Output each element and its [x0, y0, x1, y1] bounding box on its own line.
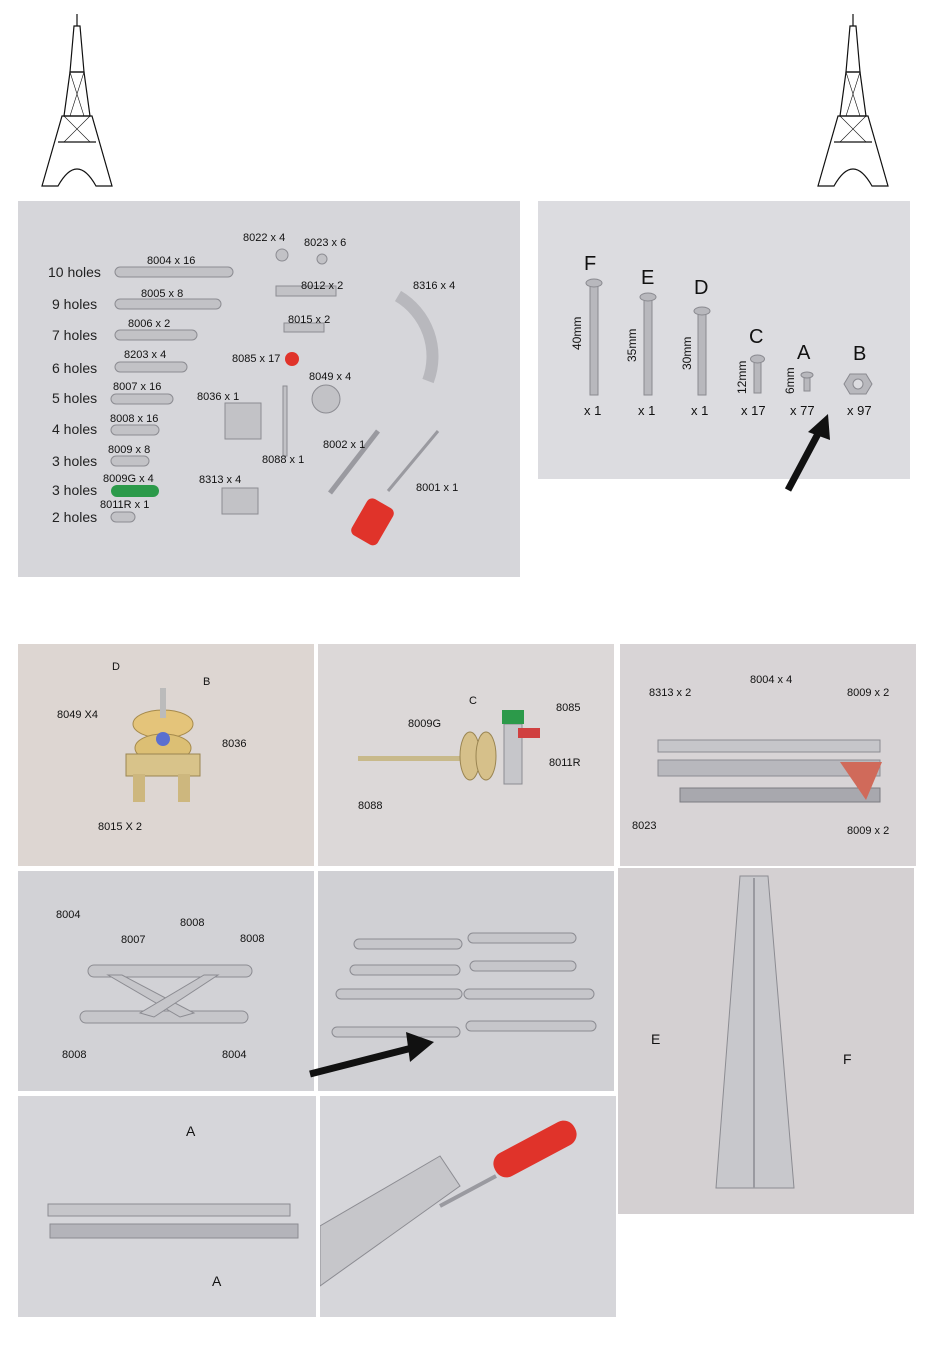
part-code-label: 8009 x 8: [108, 444, 151, 456]
row-holes-label: 3 holes: [52, 482, 98, 498]
part-code-label: 8004 x 16: [147, 255, 196, 267]
step-label: 8004: [56, 909, 81, 921]
assembly-illustration: [125, 688, 201, 802]
screw-qty: x 1: [691, 403, 709, 418]
step-photo-7: [18, 1096, 316, 1317]
step-label: D: [112, 661, 120, 673]
step-label: 8049 X4: [57, 709, 98, 721]
assembly-illustration: [79, 964, 253, 1024]
screw-size: 40mm: [570, 316, 584, 350]
step-label: 8088: [358, 800, 383, 812]
screw-letter: D: [694, 277, 709, 299]
part-code-label: 8313 x 4: [199, 474, 242, 486]
row-holes-label: 10 holes: [48, 264, 101, 280]
row-holes-label: 6 holes: [52, 360, 98, 376]
step-label: 8036: [222, 738, 247, 750]
screws-photo: [538, 201, 910, 479]
part-code-label: 8316 x 4: [413, 280, 456, 292]
assembly-illustration: [657, 739, 882, 803]
step-label: 8008: [180, 917, 205, 929]
part-code-label: 8088 x 1: [262, 454, 305, 466]
row-holes-label: 9 holes: [52, 296, 98, 312]
part-code-label: 8022 x 4: [243, 232, 286, 244]
screw-letter: A: [797, 342, 811, 364]
step-label: 8023: [632, 820, 657, 832]
screw-qty: x 17: [741, 403, 766, 418]
step-photo-8: [320, 1096, 616, 1317]
assembly-illustration: [320, 1120, 577, 1287]
step-label: 8015 X 2: [98, 821, 143, 833]
part-code-label: 8006 x 2: [128, 318, 171, 330]
step-label: 8004 x 4: [750, 674, 793, 686]
part-code-label: 8015 x 2: [288, 314, 331, 326]
step-photo-6: [618, 868, 914, 1214]
part-code-label: 8085 x 17: [232, 353, 281, 365]
screw-letter: E: [641, 267, 655, 289]
arrow-icon: [784, 414, 830, 492]
step-label: B: [203, 676, 211, 688]
screw-size: 30mm: [680, 336, 694, 370]
part-code-label: 8012 x 2: [301, 280, 344, 292]
step-photo-5: [318, 871, 614, 1091]
row-holes-label: 2 holes: [52, 509, 98, 525]
screw-qty: x 1: [638, 403, 656, 418]
part-code-label: 8005 x 8: [141, 288, 184, 300]
step-label: A: [186, 1123, 196, 1139]
part-code-label: 8007 x 16: [113, 381, 162, 393]
part-code-label: 8009G x 4: [103, 473, 154, 485]
screw-letter: B: [853, 343, 867, 365]
step-label: 8004: [222, 1049, 247, 1061]
assembly-illustration: [715, 875, 795, 1189]
part-code-label: 8001 x 1: [416, 482, 459, 494]
row-holes-label: 3 holes: [52, 453, 98, 469]
step-photo-4: [18, 871, 314, 1091]
assembly-illustration: [358, 710, 540, 785]
step-label: 8009 x 2: [847, 687, 890, 699]
step-label: 8008: [240, 933, 265, 945]
step-label: E: [651, 1031, 661, 1047]
assembly-illustration: [331, 932, 597, 1038]
step-label: 8009G: [408, 718, 442, 730]
assembly-illustration: [47, 1203, 299, 1239]
eiffel-tower-icon: [817, 14, 889, 187]
step-label: 8009 x 2: [847, 825, 890, 837]
part-code-label: 8036 x 1: [197, 391, 240, 403]
step-label: F: [843, 1051, 852, 1067]
part-code-label: 8023 x 6: [304, 237, 347, 249]
screws-illustration: [585, 278, 873, 396]
step-label: C: [469, 695, 477, 707]
screw-qty: x 1: [584, 403, 602, 418]
row-holes-label: 4 holes: [52, 421, 98, 437]
step-photo-2: [318, 644, 614, 866]
part-code-label: 8002 x 1: [323, 439, 366, 451]
step-label: 8008: [62, 1049, 87, 1061]
step-label: 8085: [556, 702, 581, 714]
part-code-label: 8008 x 16: [110, 413, 159, 425]
step-photo-1: [18, 644, 314, 866]
screw-qty: x 97: [847, 403, 872, 418]
screw-letter: C: [749, 326, 764, 348]
part-code-label: 8203 x 4: [124, 349, 167, 361]
screw-size: 6mm: [783, 367, 797, 394]
part-code-label: 8011R x 1: [100, 499, 150, 511]
screw-size: 12mm: [735, 360, 749, 394]
step-label: 8313 x 2: [649, 687, 692, 699]
part-code-label: 8049 x 4: [309, 371, 352, 383]
arrow-icon: [309, 1032, 434, 1078]
row-holes-label: 7 holes: [52, 327, 98, 343]
step-label: 8011R: [549, 757, 581, 769]
parts-photo: [18, 201, 520, 577]
screw-size: 35mm: [625, 328, 639, 362]
step-label: 8007: [121, 934, 146, 946]
screw-letter: F: [584, 253, 597, 275]
step-label: A: [212, 1273, 222, 1289]
parts-illustration: [110, 248, 440, 546]
row-holes-label: 5 holes: [52, 390, 98, 406]
screw-qty: x 77: [790, 403, 815, 418]
step-photo-3: [620, 644, 916, 866]
eiffel-tower-icon: [41, 14, 113, 187]
